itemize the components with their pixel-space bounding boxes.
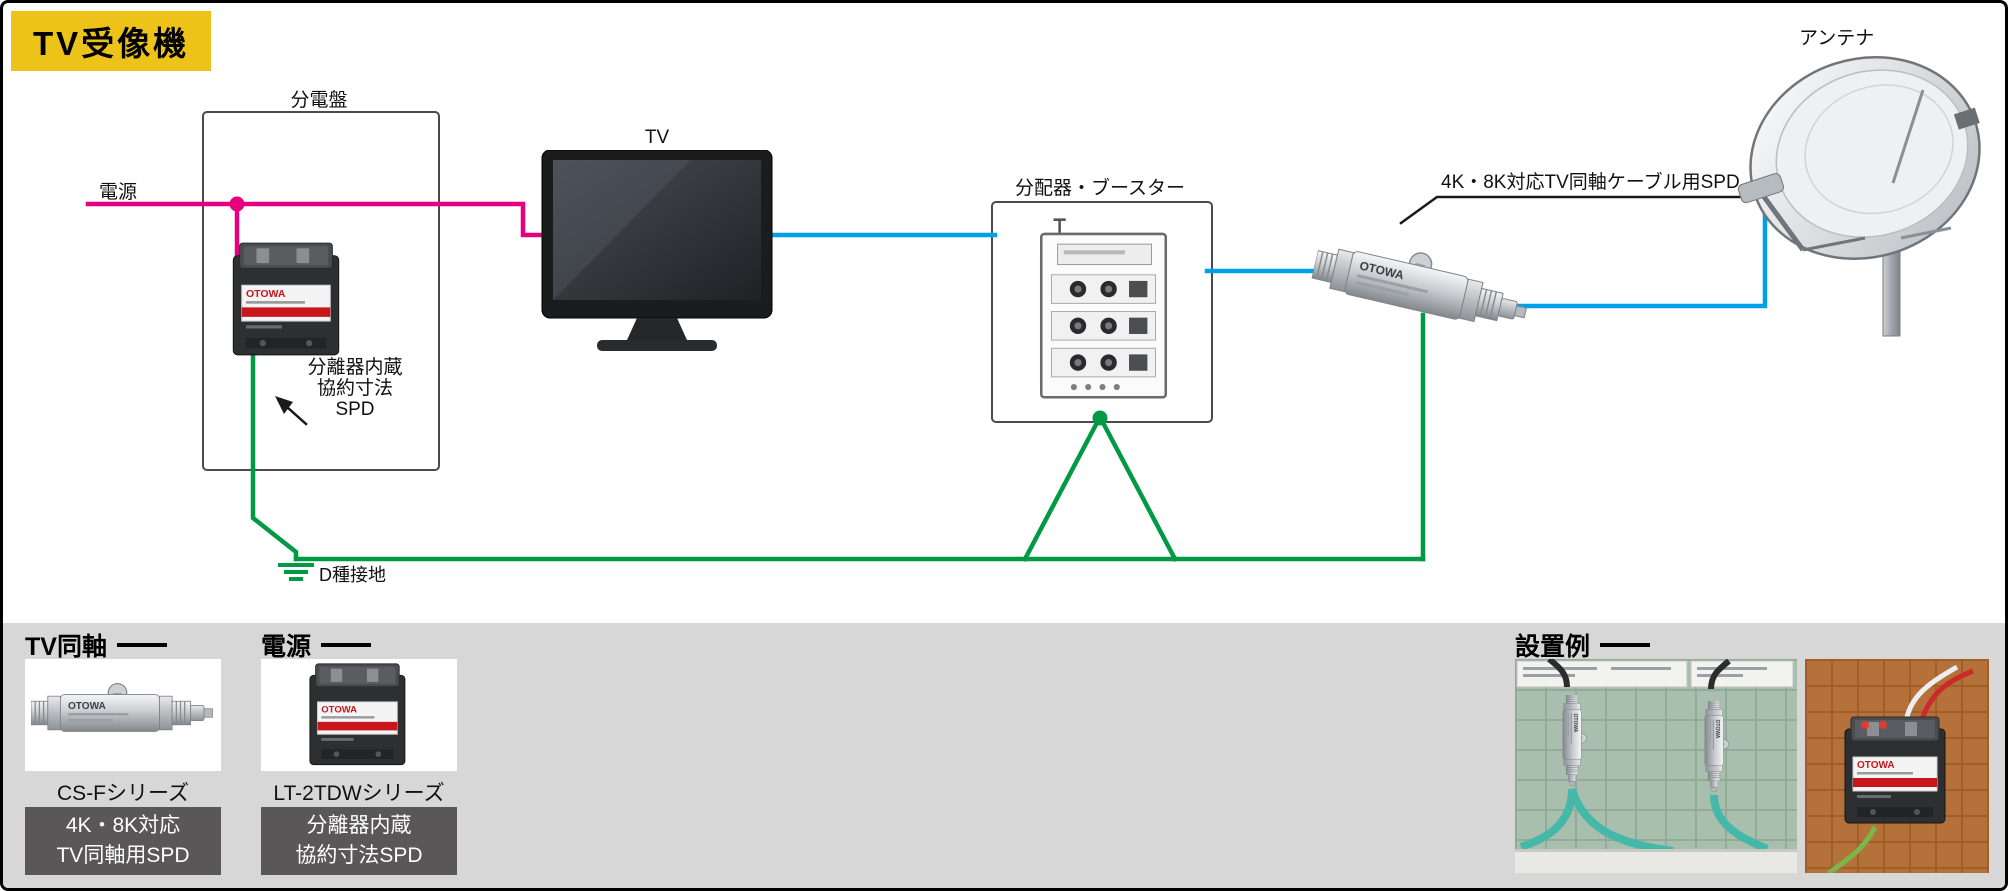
section-rule <box>321 643 372 647</box>
coax-spd-device <box>1309 229 1534 336</box>
coax-spd-product-image <box>31 682 214 733</box>
section-rule <box>1600 643 1651 647</box>
install-photo-power-spd <box>1805 659 1989 873</box>
power-badge: 分離器内蔵 協約寸法SPD <box>261 807 457 875</box>
tv-illustration <box>541 150 773 351</box>
section-header-power: 電源 <box>261 627 372 663</box>
section-header-install-label: 設置例 <box>1515 633 1591 661</box>
coax-series-name: CS-Fシリーズ <box>57 782 189 805</box>
distribution-board-label: 分電盤 <box>290 90 348 111</box>
splitter-label: 分配器・ブースター <box>1014 178 1186 199</box>
ground-label: D種接地 <box>319 565 386 585</box>
board-spd-note-line3: SPD <box>335 399 375 420</box>
power-source-label: 電源 <box>99 182 138 203</box>
board-spd-note-line1: 分離器内蔵 <box>307 357 403 378</box>
splitter-booster-device <box>1039 218 1168 399</box>
board-spd-device <box>232 242 340 356</box>
coax-spd-label: 4K・8K対応TV同軸ケーブル用SPD <box>1441 172 1740 193</box>
power-badge-line2: 協約寸法SPD <box>295 844 423 867</box>
ground-wire-splitter-left <box>1021 413 1104 563</box>
install-photo-power-art <box>1827 664 1974 873</box>
section-header-power-label: 電源 <box>261 633 312 661</box>
install-photo-coax-art <box>1515 659 1797 873</box>
antenna-label: アンテナ <box>1799 28 1875 49</box>
section-header-install: 設置例 <box>1515 627 1651 663</box>
coax-badge-line2: TV同軸用SPD <box>56 844 190 867</box>
antenna-illustration <box>1737 56 1981 337</box>
page-title: TV受像機 <box>11 11 212 71</box>
ground-wire-splitter-right <box>1096 413 1179 563</box>
section-header-coax: TV同軸 <box>25 627 167 663</box>
power-spd-product-image <box>309 663 406 766</box>
coax-badge: 4K・8K対応 TV同軸用SPD <box>25 807 221 875</box>
power-series-name: LT-2TDWシリーズ <box>273 782 445 805</box>
product-photo-power-spd <box>261 659 457 771</box>
ground-symbol <box>278 563 314 581</box>
section-header-coax-label: TV同軸 <box>25 633 107 661</box>
power-badge-line1: 分離器内蔵 <box>306 813 412 837</box>
coax-badge-line1: 4K・8K対応 <box>65 813 181 837</box>
board-spd-note-line2: 協約寸法 <box>316 378 393 399</box>
install-photo-coax-spds <box>1515 659 1797 873</box>
tv-label: TV <box>644 127 670 148</box>
board-spd-note: 分離器内蔵 協約寸法 SPD <box>299 357 411 420</box>
section-rule <box>116 643 167 647</box>
product-panel: TV同軸 CS-Fシリーズ 4K・8K対応 TV同軸用SPD 電源 LT-2TD… <box>3 623 2005 888</box>
product-photo-coax-spd <box>25 659 221 771</box>
